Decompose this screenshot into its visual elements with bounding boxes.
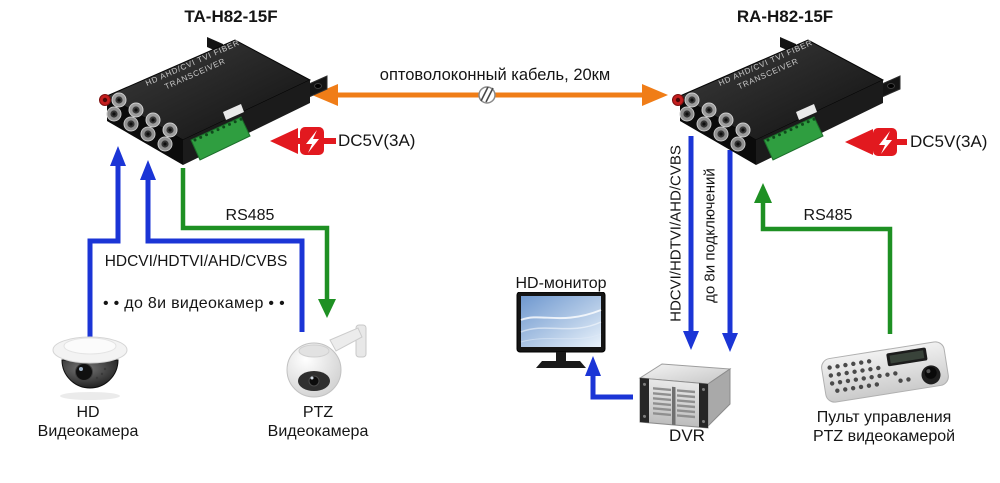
keyboard-label: Пульт управления PTZ видеокамерой: [784, 409, 984, 447]
lightning-icon-left: [306, 130, 319, 153]
video-bus-label-left: HDCVI/HDTVI/AHD/CVBS: [104, 253, 288, 270]
right-transceiver-title: RA-H82-15F: [736, 7, 834, 26]
ptz-camera-label-line2: Видеокамера: [267, 422, 369, 440]
ptz-camera-image: [286, 324, 367, 398]
monitor-label: HD-монитор: [515, 275, 607, 292]
device-sticker: [223, 104, 244, 120]
keyboard-joystick: [921, 365, 941, 385]
keyboard-label-line2: PTZ видеокамерой: [812, 427, 956, 445]
ptz-keyboard-image: [821, 341, 949, 403]
hd-dome-camera-image: [52, 336, 128, 400]
connections-count-note-vertical: до 8и подключений: [701, 168, 719, 303]
video-bus-label-vertical: HDCVI/HDTVI/AHD/CVBS: [667, 145, 685, 322]
dvr-vents: [653, 387, 695, 419]
dvr-image: [638, 363, 732, 429]
link-rs485-left: [180, 168, 336, 318]
fiber-link-arrow: [312, 84, 668, 106]
fiber-port: [99, 94, 111, 106]
hd-camera-label: HD Видеокамера: [28, 404, 148, 442]
camera-lens: [75, 363, 93, 381]
power-arrow-right: [845, 128, 907, 156]
hd-camera-label-line2: Видеокамера: [37, 422, 139, 440]
rs485-label-left: RS485: [225, 207, 275, 224]
cameras-count-note: • • до 8и видеокамер • •: [103, 295, 285, 312]
ptz-camera-label-line1: PTZ: [302, 404, 334, 421]
camera-lens: [308, 375, 320, 387]
link-dvr-to-monitor: [585, 356, 633, 400]
power-label-right: DC5V(3A): [910, 132, 988, 151]
link-ptz-camera-to-left-transceiver: [140, 160, 305, 332]
link-right-transceiver-to-dvr-2: [722, 150, 738, 352]
ptz-camera-label: PTZ Видеокамера: [258, 404, 378, 442]
hd-camera-label-line1: HD: [76, 404, 100, 421]
rs485-label-right: RS485: [803, 207, 853, 224]
link-rs485-right: [754, 183, 893, 334]
left-transceiver-image: HD AHD/CVI TVI FIBER TRANSCEIVER: [99, 37, 328, 165]
link-right-transceiver-to-dvr-1: [683, 136, 699, 350]
terminal-block: [190, 116, 251, 161]
right-transceiver-image: [672, 36, 901, 166]
bnc-connectors: [106, 92, 178, 152]
link-hd-camera-to-left-transceiver: [87, 146, 126, 376]
power-label-left: DC5V(3A): [338, 131, 416, 150]
fiber-break-icon: [478, 86, 496, 104]
left-transceiver-title: TA-H82-15F: [184, 7, 278, 26]
keyboard-label-line1: Пульт управления: [816, 409, 952, 426]
fiber-link-label: оптоволоконный кабель, 20км: [379, 66, 611, 84]
power-arrow-left: [270, 127, 336, 155]
monitor-image: [516, 292, 606, 368]
lightning-icon-right: [879, 131, 892, 154]
dvr-label: DVR: [669, 426, 705, 445]
keyboard-buttons: [827, 359, 911, 393]
